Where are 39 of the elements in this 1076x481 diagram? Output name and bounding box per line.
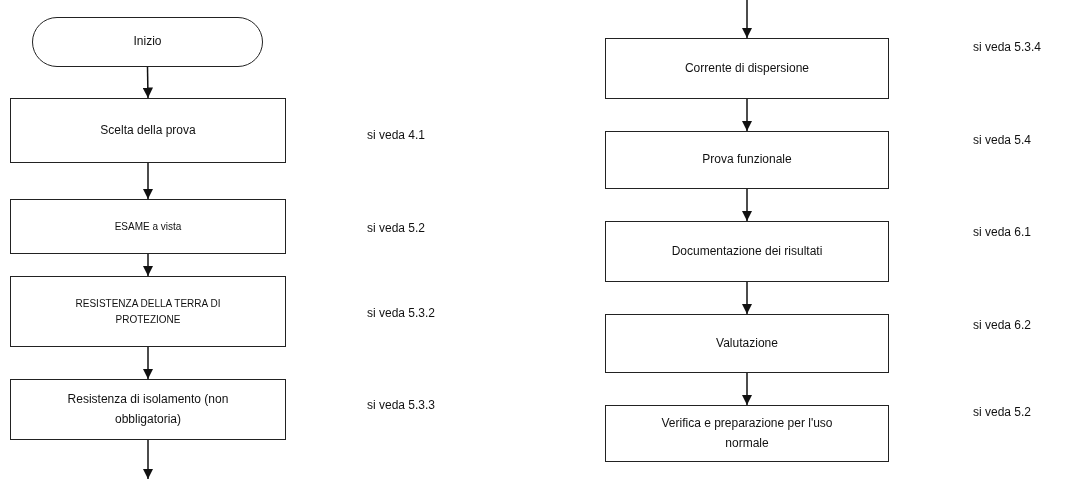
- arrow: [142, 66, 154, 99]
- arrow: [142, 346, 154, 380]
- start-terminal: [32, 17, 263, 67]
- arrow: [741, 372, 753, 406]
- reference-note: si veda 4.1: [367, 128, 426, 142]
- process-box: [10, 199, 286, 254]
- box-label: Prova funzionale: [702, 151, 792, 169]
- process-box: [10, 98, 286, 163]
- arrow: [142, 162, 154, 200]
- reference-note: si veda 5.2: [367, 221, 426, 235]
- reference-note: si veda 5.4: [973, 133, 1032, 147]
- process-box: [605, 131, 889, 189]
- reference-note: si veda 6.2: [973, 318, 1032, 332]
- arrow: [741, 0, 753, 39]
- reference-note: si veda 6.1: [973, 225, 1032, 239]
- process-box: [605, 405, 889, 462]
- arrow: [741, 98, 753, 132]
- box-label: Scelta della prova: [100, 121, 196, 139]
- box-label: Corrente di dispersione: [684, 59, 810, 77]
- box-label: ESAME a vista: [114, 219, 182, 234]
- arrow: [142, 439, 154, 480]
- process-box: [605, 38, 889, 99]
- process-box: [10, 379, 286, 440]
- box-label: Documentazione dei risultati: [671, 242, 823, 260]
- box-label: Resistenza di isolamento (non obbligatoria): [66, 391, 230, 428]
- reference-note: si veda 5.3.3: [367, 398, 436, 412]
- process-box: [605, 314, 889, 373]
- reference-note: si veda 5.3.4: [973, 40, 1042, 54]
- box-label: RESISTENZA DELLA TERRA DI PROTEZIONE: [74, 296, 222, 327]
- arrow: [741, 188, 753, 222]
- box-label: Verifica e preparazione per l'uso normale: [660, 415, 834, 452]
- box-label: Inizio: [133, 33, 162, 51]
- process-box: [605, 221, 889, 282]
- box-label: Valutazione: [716, 334, 778, 352]
- reference-note: si veda 5.3.2: [367, 306, 436, 320]
- arrow: [142, 253, 154, 277]
- reference-note: si veda 5.2: [973, 405, 1032, 419]
- arrow: [741, 281, 753, 315]
- process-box: [10, 276, 286, 347]
